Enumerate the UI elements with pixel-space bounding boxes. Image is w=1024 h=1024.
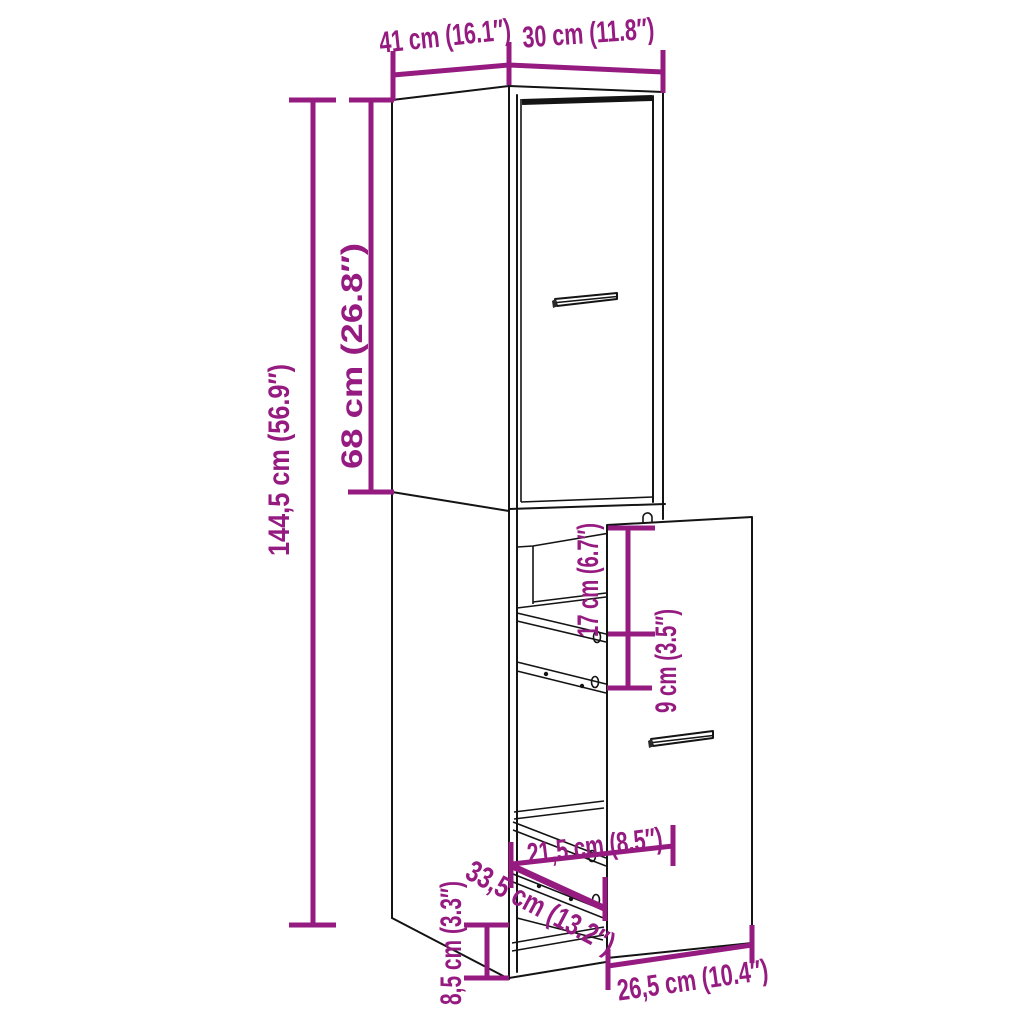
slide-screw-dot xyxy=(579,683,585,689)
hinge-hook xyxy=(642,512,653,527)
dimension-label-width-top: 41 cm (16.1″) xyxy=(378,13,513,60)
dimension-label-total-height: 144,5 cm (56.9″) xyxy=(263,364,296,556)
dimension-plinth-height xyxy=(464,922,509,981)
dimension-depth-top xyxy=(508,50,666,93)
dimension-label-door-height: 68 cm (26.8″) xyxy=(336,243,369,469)
upper-door-handle xyxy=(552,292,618,308)
dimension-label-depth-top: 30 cm (11.8″) xyxy=(521,12,655,54)
dimension-label-drawer-offset: 9 cm (3.5″) xyxy=(650,609,683,713)
dimension-label-opening-height: 17 cm (6.7″) xyxy=(572,523,605,637)
shelf-pin-hole xyxy=(592,630,602,644)
dimension-width-top xyxy=(390,42,512,101)
handle-end-cap xyxy=(552,298,557,308)
shelf-pin-hole xyxy=(590,675,600,689)
upper-door xyxy=(520,95,654,503)
dimension-inner-width xyxy=(508,825,676,888)
dimension-pullout-depth xyxy=(510,863,608,921)
dimension-total-height xyxy=(289,97,336,928)
dimension-lines xyxy=(289,42,755,990)
slide-screw-dot xyxy=(568,896,574,902)
dimension-opening-and-offset xyxy=(607,525,655,691)
cabinet-carcass-outline xyxy=(391,85,666,980)
handle-end-cap xyxy=(648,738,653,748)
dimension-door-height xyxy=(348,97,394,495)
drawer-handle xyxy=(648,730,714,748)
slide-screw-dot xyxy=(536,883,542,889)
dimension-label-plinth-height: 8,5 cm (3.3″) xyxy=(435,881,468,1005)
dimension-drawer-width xyxy=(605,925,755,990)
slide-screw-dot xyxy=(543,671,549,677)
